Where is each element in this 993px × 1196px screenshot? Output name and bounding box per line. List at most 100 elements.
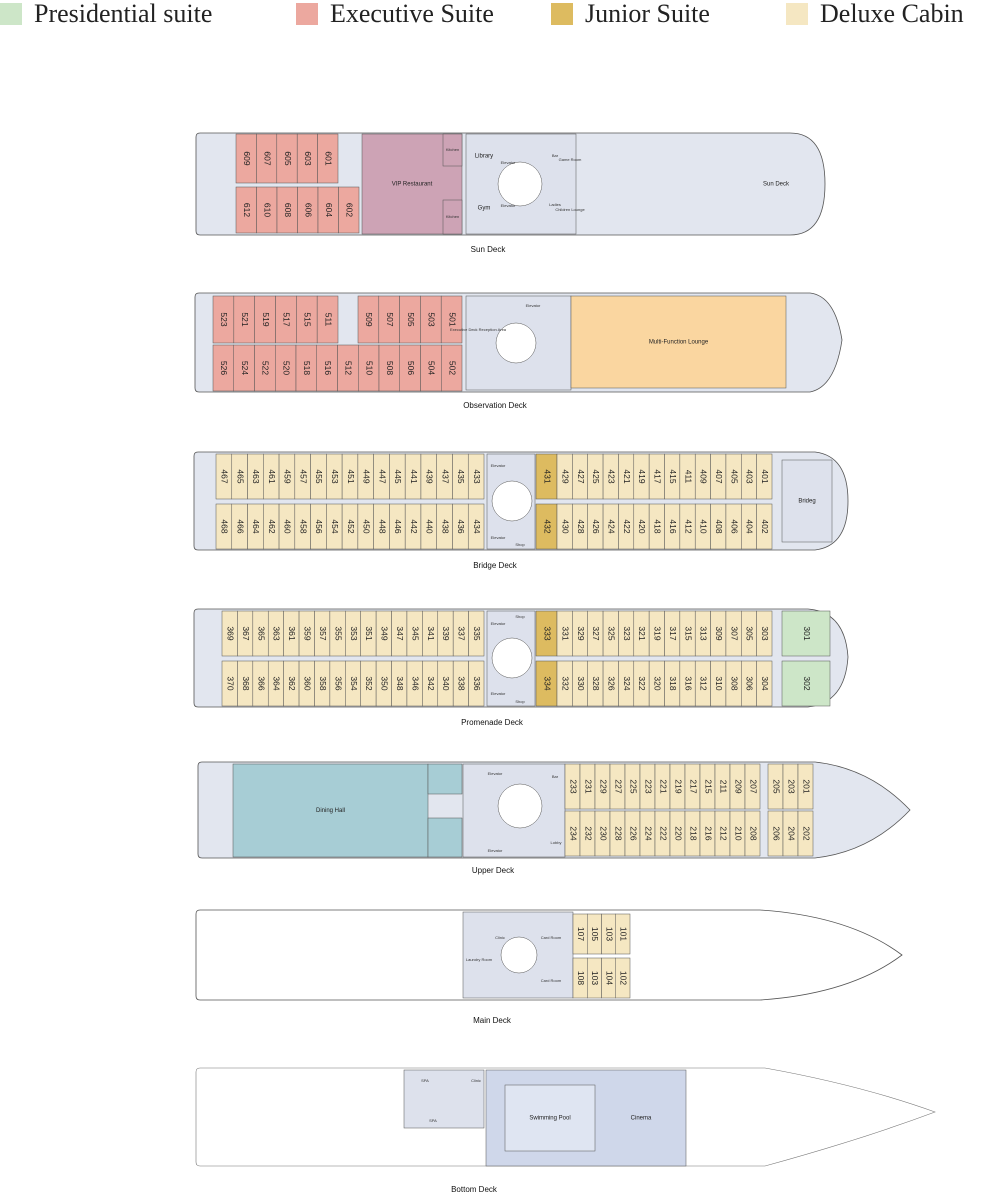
cabin-number-410: 410 bbox=[699, 519, 709, 533]
cabin-number-512: 512 bbox=[344, 361, 354, 375]
cabin-number-208: 208 bbox=[748, 826, 758, 840]
cabin-number-217: 217 bbox=[688, 779, 698, 793]
legend-item-junior: Junior Suite bbox=[551, 0, 710, 28]
bridge-room-label: Brideg bbox=[798, 499, 815, 505]
cabin-number-404: 404 bbox=[745, 519, 755, 533]
promenade-stair-well bbox=[491, 637, 533, 679]
cabin-number-506: 506 bbox=[406, 361, 416, 375]
cabin-number-403: 403 bbox=[745, 469, 755, 483]
legend-label: Junior Suite bbox=[585, 0, 710, 28]
cabin-number-433: 433 bbox=[472, 469, 482, 483]
cabin-number-216: 216 bbox=[703, 826, 713, 840]
cabin-number-601: 601 bbox=[324, 151, 334, 165]
cabin-number-411: 411 bbox=[683, 470, 693, 484]
upper-deck-title: Upper Deck bbox=[472, 866, 515, 875]
cabin-number-520: 520 bbox=[281, 361, 291, 375]
cabin-number-419: 419 bbox=[637, 469, 647, 483]
rooms bbox=[212, 133, 833, 1167]
kitchen-bottom bbox=[442, 199, 463, 235]
elevator-top-label: Elevator bbox=[501, 160, 516, 165]
cabin-number-340: 340 bbox=[441, 676, 451, 690]
cabin-number-205: 205 bbox=[771, 779, 781, 793]
cabin-number-430: 430 bbox=[560, 519, 570, 533]
cabin-number-517: 517 bbox=[282, 312, 292, 326]
cabin-number-361: 361 bbox=[287, 626, 297, 640]
legend-swatch-executive bbox=[296, 3, 318, 25]
cabin-402 bbox=[756, 503, 773, 550]
game-room-label: Game Room bbox=[559, 157, 582, 162]
cabin-number-312: 312 bbox=[699, 676, 709, 690]
card-room-bottom-label: Card Room bbox=[541, 978, 562, 983]
upper-elevator-bottom-label: Elevator bbox=[488, 848, 503, 853]
cabin-number-504: 504 bbox=[427, 361, 437, 375]
bottom-deck-title: Bottom Deck bbox=[451, 1185, 498, 1194]
cabin-number-441: 441 bbox=[409, 469, 419, 483]
cabin-number-230: 230 bbox=[598, 826, 608, 840]
cabin-number-346: 346 bbox=[410, 676, 420, 690]
cabin-number-420: 420 bbox=[637, 519, 647, 533]
bridge-stair-well bbox=[491, 480, 533, 522]
cabin-number-466: 466 bbox=[235, 519, 245, 533]
cabin-601 bbox=[317, 133, 339, 184]
cabin-number-605: 605 bbox=[283, 151, 293, 165]
cabin-number-427: 427 bbox=[576, 469, 586, 483]
cabin-number-206: 206 bbox=[771, 826, 781, 840]
dining-hall bbox=[232, 763, 429, 858]
cabin-number-428: 428 bbox=[576, 519, 586, 533]
cabin-number-103: 103 bbox=[604, 927, 614, 941]
cabin-number-353: 353 bbox=[349, 626, 359, 640]
cabin-number-228: 228 bbox=[613, 826, 623, 840]
legend-item-executive: Executive Suite bbox=[296, 0, 494, 28]
cabin-401 bbox=[756, 453, 773, 500]
cabin-number-515: 515 bbox=[303, 312, 313, 326]
gym-label: Gym bbox=[478, 206, 491, 212]
cabin-434 bbox=[467, 503, 485, 550]
cabin-number-445: 445 bbox=[393, 469, 403, 483]
cabin-number-524: 524 bbox=[240, 361, 250, 375]
elevator-bottom-label: Elevator bbox=[501, 203, 516, 208]
cabin-number-401: 401 bbox=[760, 469, 770, 483]
cabin-number-405: 405 bbox=[729, 469, 739, 483]
cabin-number-332: 332 bbox=[560, 676, 570, 690]
cabin-number-204: 204 bbox=[786, 826, 796, 840]
kitchen-bottom-label: Kitchen bbox=[446, 214, 459, 219]
cabin-number-201: 201 bbox=[801, 779, 811, 793]
cabin-number-339: 339 bbox=[441, 626, 451, 640]
cabin-number-421: 421 bbox=[622, 469, 632, 483]
cabin-number-366: 366 bbox=[256, 676, 266, 690]
cabin-number-446: 446 bbox=[393, 519, 403, 533]
cabin-number-209: 209 bbox=[733, 779, 743, 793]
dining-service-top bbox=[427, 763, 463, 795]
cabin-number-229: 229 bbox=[598, 779, 608, 793]
cabin-number-516: 516 bbox=[323, 361, 333, 375]
spa-area bbox=[403, 1069, 485, 1129]
cabin-number-337: 337 bbox=[457, 626, 467, 640]
spa-bottom-label: SPA bbox=[429, 1118, 437, 1123]
cabin-number-519: 519 bbox=[261, 312, 271, 326]
cabin-number-309: 309 bbox=[714, 626, 724, 640]
cabin-number-417: 417 bbox=[653, 469, 663, 483]
cabin-number-327: 327 bbox=[591, 626, 601, 640]
promenade-elevator-bottom-label: Elevator bbox=[491, 691, 506, 696]
cabin-number-313: 313 bbox=[699, 626, 709, 640]
bottom-clinic-label: Clinic bbox=[471, 1078, 481, 1083]
cabin-number-409: 409 bbox=[699, 469, 709, 483]
cabin-number-310: 310 bbox=[714, 676, 724, 690]
cabin-number-221: 221 bbox=[658, 779, 668, 793]
cabin-number-460: 460 bbox=[283, 519, 293, 533]
cabin-number-105: 105 bbox=[590, 927, 600, 941]
cabin-number-465: 465 bbox=[235, 469, 245, 483]
library-label: Library bbox=[475, 154, 493, 160]
sun-deck-stair-well bbox=[497, 161, 543, 207]
cabin-number-341: 341 bbox=[426, 626, 436, 640]
swimming-pool-label: Swimming Pool bbox=[529, 1116, 570, 1122]
cabin-number-342: 342 bbox=[426, 676, 436, 690]
legend-label: Presidential suite bbox=[34, 0, 213, 28]
cabin-number-207: 207 bbox=[748, 779, 758, 793]
legend-label: Deluxe Cabin bbox=[820, 0, 964, 28]
cabin-number-467: 467 bbox=[220, 469, 230, 483]
cabin-number-456: 456 bbox=[314, 519, 324, 533]
cabin-number-607: 607 bbox=[262, 151, 272, 165]
cabin-number-452: 452 bbox=[346, 519, 356, 533]
cabin-number-608: 608 bbox=[283, 203, 293, 217]
